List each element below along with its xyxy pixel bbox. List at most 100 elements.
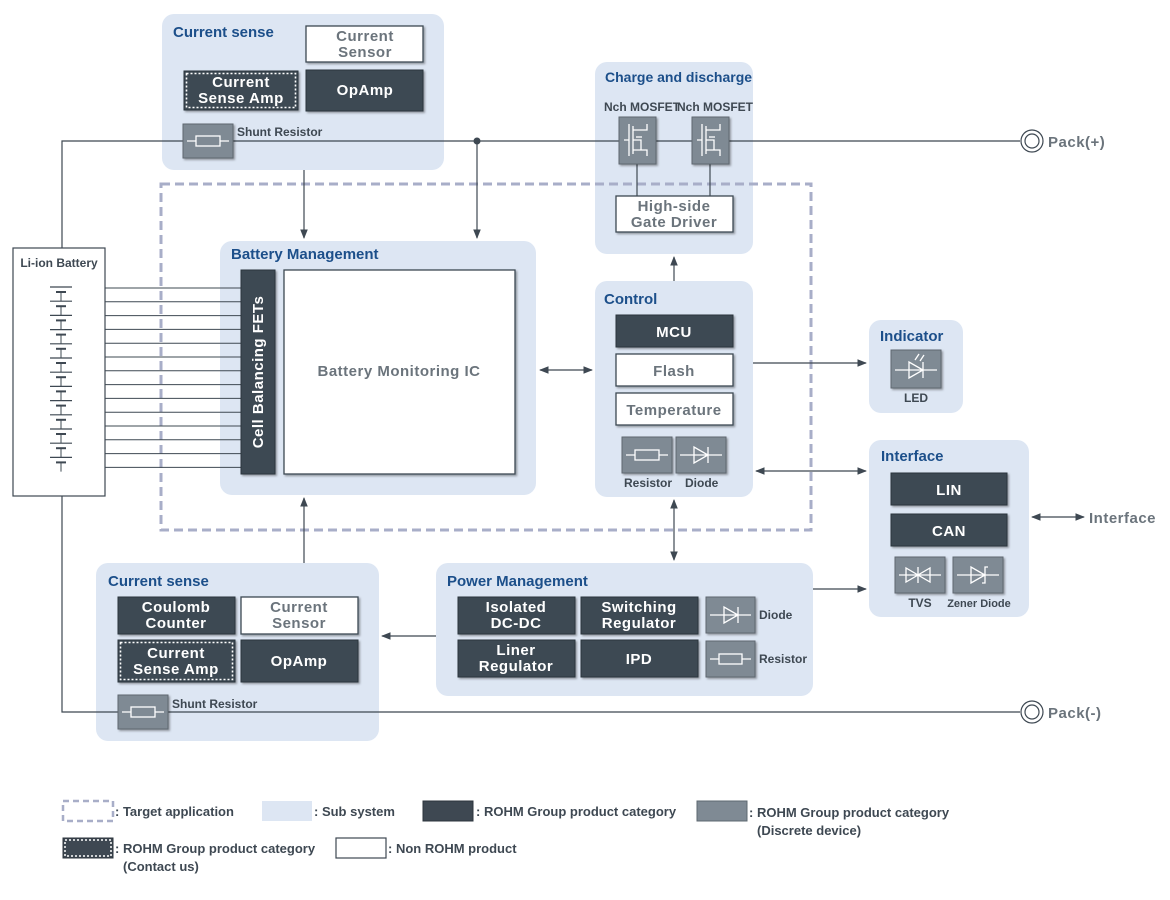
zener-diode-icon xyxy=(952,556,1004,594)
legend-non-rohm-label: : Non ROHM product xyxy=(388,841,517,856)
contact-us-border xyxy=(185,72,297,109)
opamp-bottom-label: OpAmp xyxy=(271,653,328,670)
legend-contact-dotted xyxy=(64,839,112,857)
diode-icon xyxy=(705,596,756,634)
nch-mosfet-2-label: Nch MOSFET xyxy=(677,100,754,114)
isolated-dcdc-label-1: Isolated xyxy=(486,599,547,616)
lin-box xyxy=(890,472,1008,506)
battery-cell-icon xyxy=(50,286,72,472)
coulomb-counter-label-1: Coulomb xyxy=(142,599,211,616)
control-title: Control xyxy=(604,291,657,308)
legend-target-swatch xyxy=(61,799,115,823)
resistor-control-label: Resistor xyxy=(624,476,672,490)
isolated-dcdc-label-2: DC-DC xyxy=(491,615,542,632)
tvs-icon xyxy=(894,556,946,594)
mosfet-icon xyxy=(618,116,657,165)
legend-target-label: : Target application xyxy=(115,804,234,819)
current-sense-amp-bottom-box xyxy=(117,639,236,683)
liner-regulator-label-2: Regulator xyxy=(479,658,554,675)
switching-regulator-label-1: Switching xyxy=(601,599,676,616)
charge-discharge-title: Charge and discharge xyxy=(605,69,752,85)
current-sense-top-title: Current sense xyxy=(173,24,274,41)
current-sensor-top-label-1: Current xyxy=(336,28,394,45)
current-sense-amp-bottom-label-1: Current xyxy=(147,645,205,662)
interface-port-label: Interface xyxy=(1089,510,1156,527)
diode-control-label: Diode xyxy=(685,476,719,490)
legend-contact-label-2: (Contact us) xyxy=(123,859,199,874)
power-management-title: Power Management xyxy=(447,573,588,590)
interface-title: Interface xyxy=(881,448,944,465)
cell-tap-wires xyxy=(105,287,241,468)
flash-box xyxy=(615,353,734,387)
battery-monitoring-ic-box xyxy=(283,269,516,475)
legend-non-rohm-swatch xyxy=(335,837,387,859)
negative-rail-wire xyxy=(61,496,1020,713)
shunt-resistor-top-label: Shunt Resistor xyxy=(237,125,323,139)
legend-contact-swatch xyxy=(62,837,114,859)
battery-management-title: Battery Management xyxy=(231,246,379,263)
current-sense-amp-top-box xyxy=(183,70,299,111)
tvs-label: TVS xyxy=(908,596,931,610)
current-sense-bottom-title: Current sense xyxy=(108,573,209,590)
port-terminal-icon xyxy=(1020,700,1044,724)
legend-discrete-label-1: : ROHM Group product category xyxy=(749,805,950,820)
gate-driver-label-2: Gate Driver xyxy=(631,214,717,231)
control-subsystem xyxy=(595,281,753,497)
current-sense-amp-top-label-2: Sense Amp xyxy=(198,90,284,107)
ipd-box xyxy=(580,639,699,678)
indicator-title: Indicator xyxy=(880,328,944,345)
shunt-resistor-bottom-label: Shunt Resistor xyxy=(172,697,258,711)
mosfet-icon xyxy=(691,116,730,165)
diode-power-label: Diode xyxy=(759,608,793,622)
coulomb-counter-box xyxy=(117,596,236,635)
current-sense-amp-bottom-label-2: Sense Amp xyxy=(133,661,219,678)
legend-rohm-swatch xyxy=(422,800,474,822)
led-label: LED xyxy=(904,391,928,405)
can-label: CAN xyxy=(932,523,966,540)
cell-balancing-fets-box xyxy=(240,269,276,475)
resistor-icon xyxy=(705,640,756,678)
gate-driver-box xyxy=(615,195,734,233)
current-sensor-bottom-box xyxy=(240,596,359,635)
opamp-bottom-box xyxy=(240,639,359,683)
led-icon xyxy=(890,349,942,389)
mcu-box xyxy=(615,314,734,348)
zener-diode-label: Zener Diode xyxy=(947,598,1011,610)
target-application-boundary xyxy=(159,182,813,532)
resistor-icon xyxy=(182,123,234,159)
temperature-label: Temperature xyxy=(626,402,721,419)
pack-minus-label: Pack(-) xyxy=(1048,705,1102,722)
nch-mosfet-1-label: Nch MOSFET xyxy=(604,100,681,114)
current-sensor-top-box xyxy=(305,25,424,63)
resistor-icon xyxy=(621,436,673,474)
contact-us-border xyxy=(119,641,234,681)
ipd-label: IPD xyxy=(626,651,653,668)
flash-label: Flash xyxy=(653,363,695,380)
gate-driver-label-1: High-side xyxy=(638,198,711,215)
current-sensor-bottom-label-2: Sensor xyxy=(272,615,326,632)
li-ion-battery-label: Li-ion Battery xyxy=(20,256,98,270)
opamp-top-label: OpAmp xyxy=(337,82,394,99)
diode-icon xyxy=(675,436,727,474)
battery-monitoring-ic-label: Battery Monitoring IC xyxy=(318,363,481,380)
pack-plus-label: Pack(+) xyxy=(1048,134,1105,151)
switching-regulator-box xyxy=(580,596,699,635)
port-terminal-icon xyxy=(1020,129,1044,153)
resistor-power-label: Resistor xyxy=(759,652,807,666)
lin-label: LIN xyxy=(936,482,962,499)
legend-discrete-label-2: (Discrete device) xyxy=(757,823,861,838)
legend-contact-label-1: : ROHM Group product category xyxy=(115,841,316,856)
legend-discrete-swatch xyxy=(696,800,748,822)
switching-regulator-label-2: Regulator xyxy=(602,615,677,632)
can-box xyxy=(890,513,1008,547)
opamp-top-box xyxy=(305,69,424,112)
current-sense-amp-top-label-1: Current xyxy=(212,74,270,91)
mcu-label: MCU xyxy=(656,324,692,341)
legend-subsystem-swatch xyxy=(262,801,312,821)
current-sensor-bottom-label-1: Current xyxy=(270,599,328,616)
cell-balancing-fets-label: Cell Balancing FETs xyxy=(250,296,267,449)
isolated-dcdc-box xyxy=(457,596,576,635)
temperature-box xyxy=(615,392,734,426)
legend: : Target application : Sub system : ROHM… xyxy=(61,799,950,874)
